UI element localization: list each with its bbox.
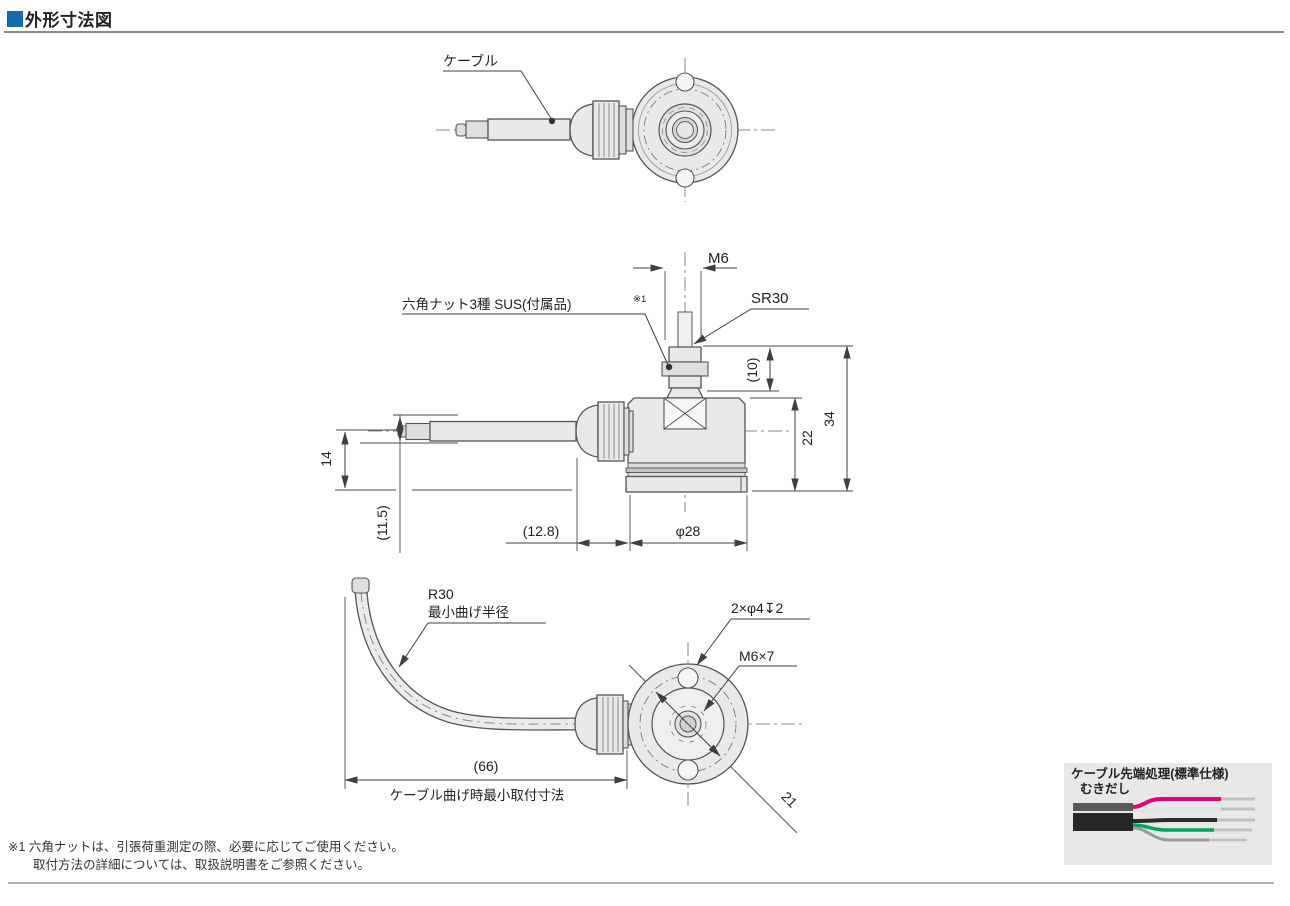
sheath-inner — [1073, 803, 1133, 811]
wire-black — [1132, 818, 1217, 823]
page-title: 外形寸法図 — [25, 11, 113, 30]
mount-hole-bottom — [675, 168, 695, 188]
gland-nut-ribs — [598, 103, 615, 157]
mount-hole-bottom — [677, 759, 699, 781]
body-groove — [625, 467, 748, 473]
sr30-label: SR30 — [751, 290, 789, 307]
hex-nut-ref: ※1 — [633, 294, 646, 305]
dim-66-label: ケーブル曲げ時最小取付寸法 — [390, 787, 565, 803]
section-header: 外形寸法図 — [7, 6, 113, 31]
wire-white — [1132, 807, 1221, 813]
machined-face-cross — [663, 397, 707, 430]
stud-cap — [668, 346, 702, 363]
gland-ring-1 — [622, 700, 629, 749]
gland-nut-ribs — [603, 404, 620, 459]
ext-11-5 — [360, 414, 458, 444]
body-ring-1 — [627, 462, 746, 469]
holes-leader — [696, 618, 810, 666]
mount-hole-top — [675, 72, 695, 92]
gland-nut — [592, 100, 620, 160]
dim-11-5: (11.5) — [374, 505, 390, 541]
dim-21-arrow-down — [687, 723, 721, 757]
cable-leader — [443, 70, 553, 121]
gland-nut — [596, 694, 624, 755]
gland-ring-1 — [623, 407, 630, 456]
holes-label: 2×φ4↧2 — [731, 600, 784, 616]
cable-curve-centerline — [360, 591, 577, 725]
r30-label: R30 — [428, 586, 454, 602]
hex-nut-label: 六角ナット3種 SUS(付属品) — [402, 297, 572, 312]
cable-shaft — [429, 420, 577, 442]
dim-34: 34 — [821, 411, 837, 427]
gland-ring-2 — [628, 410, 634, 453]
dim-14: 14 — [318, 451, 334, 467]
m6x7-leader — [703, 665, 797, 712]
footnote: ※1 六角ナットは、引張荷重測定の際、必要に応じてご使用ください。 取付方法の詳… — [8, 838, 404, 874]
gland-ring-1 — [618, 105, 627, 155]
dim-12-8: (12.8) — [523, 523, 560, 539]
mount-hole-top — [677, 667, 699, 689]
m6x7-label: M6×7 — [739, 648, 775, 664]
cable-tip-cap — [455, 123, 467, 137]
ext-14 — [335, 429, 572, 491]
cable-end-treatment-box: ケーブル先端処理(標準仕様) むきだし — [1064, 763, 1272, 865]
boss-thread-hole — [676, 121, 694, 139]
sheath-outer — [1073, 813, 1133, 831]
dim-10: (10) — [744, 358, 760, 383]
cable-shaft — [487, 118, 571, 141]
dim-66: (66) — [474, 758, 499, 774]
top-view: ケーブル — [436, 53, 776, 202]
section-marker-icon — [7, 10, 23, 27]
cable-end-title: ケーブル先端処理(標準仕様) — [1071, 767, 1229, 781]
cable-tip — [405, 422, 431, 441]
footnote-line-2: 取付方法の詳細については、取扱説明書をご参照ください。 — [33, 858, 370, 873]
r30-sublabel: 最小曲げ半径 — [428, 605, 509, 620]
cable-tip-cap — [351, 577, 370, 594]
cable-end-subtitle: むきだし — [1080, 782, 1131, 796]
cable-leader-dot — [548, 117, 556, 125]
m6-label: M6 — [708, 250, 729, 267]
dim-22: 22 — [799, 430, 815, 446]
wire-shield — [1132, 826, 1209, 842]
bolt-circle — [639, 675, 737, 773]
header-divider — [4, 31, 1284, 33]
cable-tip — [465, 120, 489, 139]
wire-pink — [1132, 797, 1221, 809]
bottom-view: 21 R30 最小曲げ半径 2×φ4↧2 M6×7 (66) ケーブル曲げ時最小… — [344, 577, 810, 834]
sr30-leader — [693, 308, 809, 345]
cable-boot — [569, 103, 594, 157]
cable-end-illustration — [1073, 797, 1255, 842]
footnote-line-1: ※1 六角ナットは、引張荷重測定の際、必要に応じてご使用ください。 — [8, 840, 404, 854]
gland-nut-ribs — [602, 697, 619, 752]
side-view: M6 SR30 六角ナット3種 SUS(付属品) ※1 (10) 22 34 1… — [318, 250, 853, 553]
cable-label: ケーブル — [443, 53, 498, 69]
cable-boot — [574, 697, 598, 751]
gland-ring-2 — [625, 108, 634, 152]
dim-21: 21 — [778, 788, 800, 810]
dim-21-arrow-up — [655, 691, 689, 725]
hex-nut-leader — [402, 313, 669, 366]
thread-hint-ring — [669, 705, 707, 743]
dim-phi28: φ28 — [676, 523, 701, 539]
hex-nut-leader-dot — [665, 363, 673, 371]
boss-hex-hint — [662, 107, 708, 153]
m6-extension-lines — [664, 271, 702, 340]
wire-green — [1132, 823, 1214, 832]
stud-neck — [665, 387, 705, 399]
cable-boot — [575, 404, 599, 458]
stud-lower — [668, 375, 702, 389]
r30-leader — [398, 622, 546, 668]
gland-nut — [597, 401, 625, 462]
stud-rod — [677, 311, 693, 350]
page-bottom-divider — [8, 882, 1274, 884]
body-base-flange — [625, 475, 748, 493]
